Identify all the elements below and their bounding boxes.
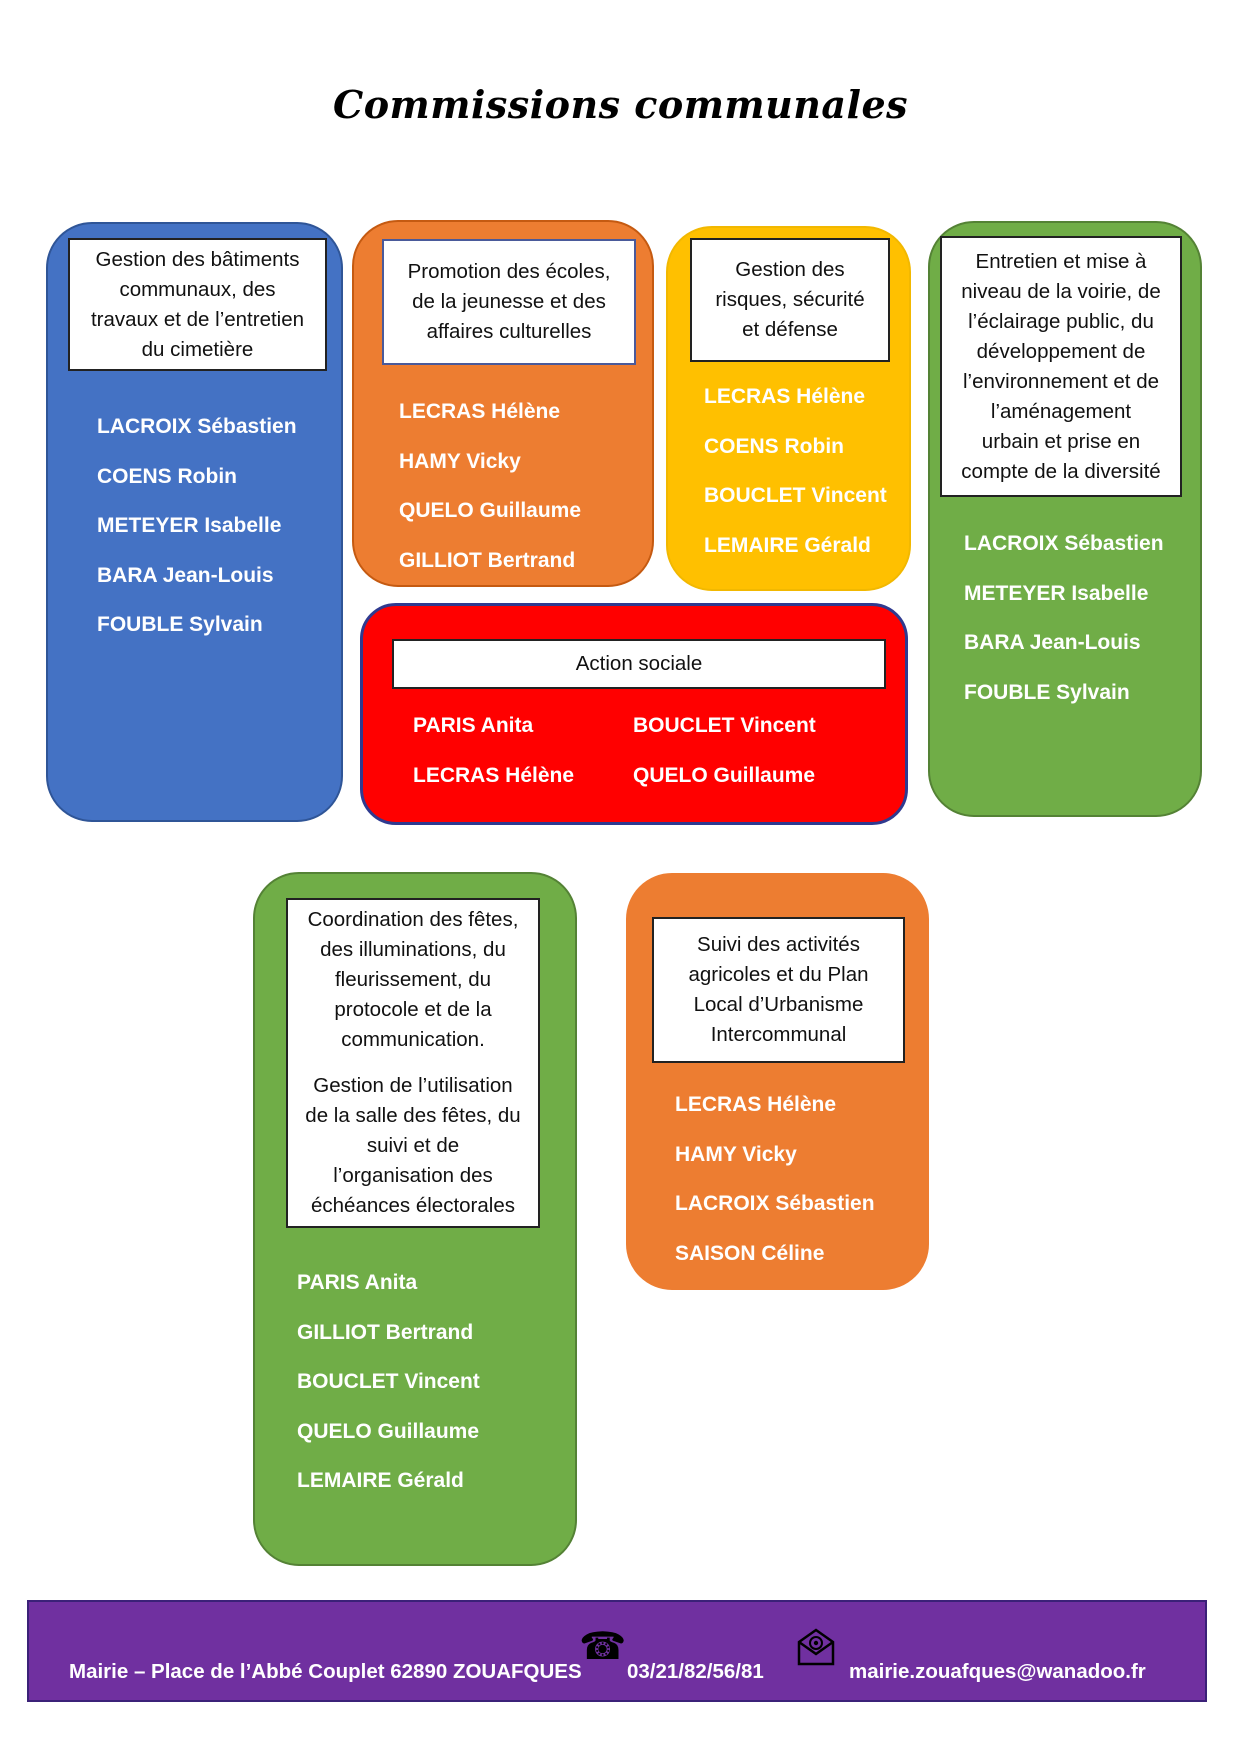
member-name: QUELO Guillaume [297, 1419, 480, 1443]
title-line: et défense [742, 318, 838, 341]
title-line: risques, sécurité [715, 288, 865, 311]
title-line: développement de [976, 339, 1146, 363]
title-line: l’organisation des [333, 1164, 493, 1187]
member-name: LECRAS Hélène [675, 1093, 837, 1116]
title-line: Gestion de l’utilisation [313, 1074, 513, 1097]
member-list-sociale-right: BOUCLET Vincent QUELO Guillaume [633, 711, 816, 810]
member-name: COENS Robin [704, 434, 844, 458]
member-name: FOUBLE Sylvain [97, 613, 263, 637]
title-line: échéances électorales [310, 1194, 515, 1217]
commission-title-risques: Gestion des risques, sécurité et défense [690, 238, 890, 362]
member-name: HAMY Vicky [675, 1142, 797, 1166]
title-line: Entretien et mise à [975, 249, 1147, 273]
title-line: urbain et prise en [981, 429, 1141, 453]
member-name: BOUCLET Vincent [297, 1370, 480, 1394]
member-name: HAMY Vicky [399, 449, 521, 473]
title-line: protocole et de la [334, 998, 492, 1021]
member-list-sociale-left: PARIS Anita LECRAS Hélène [413, 711, 574, 810]
title-line: fleurissement, du [334, 968, 492, 991]
member-name: SAISON Céline [675, 1241, 825, 1265]
title-line: Local d’Urbanisme [693, 993, 864, 1016]
member-name: LACROIX Sébastien [97, 415, 297, 438]
member-list-agricole: LECRAS Hélène HAMY Vicky LACROIX Sébasti… [675, 1090, 875, 1288]
title-line: Coordination des fêtes, [307, 908, 519, 931]
title-line: compte de la diversité [961, 459, 1161, 483]
member-name: LEMAIRE Gérald [297, 1469, 464, 1493]
member-list-ecoles: LECRAS Hélène HAMY Vicky QUELO Guillaume… [399, 397, 581, 595]
title-line: l’éclairage public, du [968, 309, 1154, 333]
title-line: Gestion des bâtiments [95, 247, 300, 271]
telephone-icon: ☎ [579, 1626, 627, 1668]
member-list-batiments: LACROIX Sébastien COENS Robin METEYER Is… [97, 412, 297, 660]
title-line: l’environnement et de [962, 369, 1159, 393]
member-name: METEYER Isabelle [97, 514, 282, 538]
title-line: Promotion des écoles, [407, 260, 611, 283]
member-name: PARIS Anita [413, 714, 534, 737]
title-line: de la salle des fêtes, du [305, 1104, 521, 1127]
member-name: LECRAS Hélène [413, 763, 575, 787]
member-name: LACROIX Sébastien [675, 1192, 875, 1216]
member-name: QUELO Guillaume [399, 499, 582, 523]
title-line: travaux et de l’entretien [90, 307, 305, 331]
title-line: communication. [341, 1028, 485, 1051]
footer-bar: Mairie – Place de l’Abbé Couplet 62890 Z… [27, 1600, 1207, 1702]
title-line: des illuminations, du [320, 938, 506, 961]
member-name: LECRAS Hélène [399, 400, 561, 423]
commission-title-ecoles: Promotion des écoles, de la jeunesse et … [382, 239, 636, 365]
title-line: agricoles et du Plan [688, 963, 869, 986]
member-name: LECRAS Hélène [704, 385, 866, 408]
member-name: FOUBLE Sylvain [964, 680, 1130, 704]
envelope-at-icon [795, 1626, 837, 1675]
title-line: l’aménagement [990, 399, 1132, 423]
member-name: BOUCLET Vincent [704, 484, 887, 508]
title-line: suivi et de [366, 1134, 460, 1157]
member-list-fetes: PARIS Anita GILLIOT Bertrand BOUCLET Vin… [297, 1268, 480, 1516]
title-line: de la jeunesse et des [412, 290, 606, 313]
title-line: Action sociale [575, 652, 703, 675]
member-name: BOUCLET Vincent [633, 714, 816, 737]
member-name: LACROIX Sébastien [964, 532, 1164, 555]
member-name: PARIS Anita [297, 1271, 418, 1294]
title-line: niveau de la voirie, de [961, 279, 1161, 303]
footer-phone: 03/21/82/56/81 [627, 1660, 764, 1683]
member-name: LEMAIRE Gérald [704, 533, 871, 557]
member-name: BARA Jean-Louis [97, 563, 274, 587]
member-name: COENS Robin [97, 464, 237, 488]
member-name: QUELO Guillaume [633, 763, 816, 787]
member-name: GILLIOT Bertrand [399, 548, 576, 572]
footer-address: Mairie – Place de l’Abbé Couplet 62890 Z… [69, 1660, 582, 1683]
member-name: BARA Jean-Louis [964, 631, 1141, 655]
member-name: GILLIOT Bertrand [297, 1320, 474, 1344]
page-title: Commissions communales [332, 82, 909, 127]
title-line: affaires culturelles [426, 320, 592, 343]
title-line: Gestion des [735, 258, 845, 281]
title-line: du cimetière [141, 337, 254, 361]
title-line: Intercommunal [710, 1023, 847, 1046]
member-list-voirie: LACROIX Sébastien METEYER Isabelle BARA … [964, 529, 1164, 727]
footer-email[interactable]: mairie.zouafques@wanadoo.fr [849, 1660, 1146, 1683]
member-name: METEYER Isabelle [964, 581, 1149, 605]
commission-title-batiments: Gestion des bâtiments communaux, des tra… [68, 238, 327, 371]
member-list-risques: LECRAS Hélène COENS Robin BOUCLET Vincen… [704, 382, 887, 580]
commission-title-sociale: Action sociale [392, 639, 886, 689]
title-line: communaux, des [119, 277, 276, 301]
commission-title-agricole: Suivi des activités agricoles et du Plan… [652, 917, 905, 1063]
title-line: Suivi des activités [697, 933, 860, 956]
commission-title-fetes: Coordination des fêtes, des illumination… [286, 898, 540, 1228]
commission-title-voirie: Entretien et mise à niveau de la voirie,… [940, 236, 1182, 497]
